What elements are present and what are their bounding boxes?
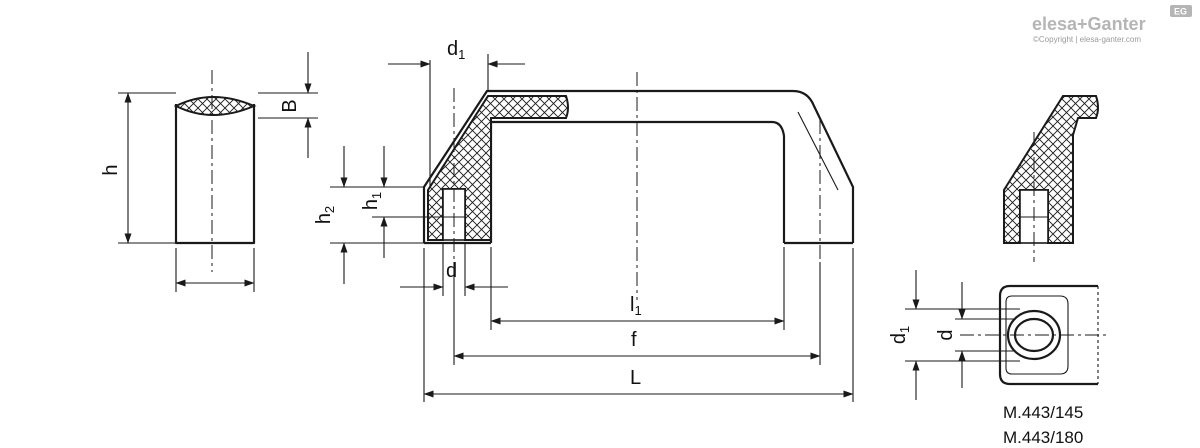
section-oval-hatch	[173, 96, 257, 116]
model-codes: M.443/145 M.443/180	[1003, 403, 1083, 447]
brand-badge-icon	[1170, 5, 1192, 17]
dim-l1-label: l1	[630, 294, 642, 318]
dim-h2-label: h2	[313, 206, 337, 224]
dim-d1-top-label: d1	[447, 38, 465, 62]
brand-copyright: ©Copyright | elesa-ganter.com	[1033, 35, 1141, 44]
detail-bottom-view: d1 d	[888, 270, 1110, 400]
handle-outer-outline	[422, 89, 855, 243]
handle-inner-outline	[489, 120, 786, 243]
detail-side-section	[1003, 95, 1099, 262]
brand-badge-text: EG	[1174, 7, 1187, 17]
bottom-view-outline	[998, 284, 1098, 386]
dim-d-label: d	[446, 260, 457, 282]
detail-side-hatch	[1003, 95, 1099, 244]
cross-section-view: B h	[100, 52, 318, 292]
dim-d1-side-label: d1	[888, 326, 912, 344]
dim-d-side-label: d	[935, 329, 957, 340]
dim-L-label: L	[630, 367, 641, 389]
dim-B-label: B	[279, 99, 301, 112]
dim-f-label: f	[631, 329, 637, 351]
handle-front-view: d1 h2 h1 d l1 f	[313, 38, 855, 402]
model-code-2: M.443/180	[1003, 428, 1083, 447]
model-code-1: M.443/145	[1003, 403, 1083, 422]
dim-h1-label: h1	[360, 192, 384, 210]
brand-logo: elesa+Ganter ©Copyright | elesa-ganter.c…	[1032, 5, 1192, 44]
section-body-outline	[174, 104, 256, 245]
brand-name: elesa+Ganter	[1032, 14, 1146, 34]
dim-h-label: h	[100, 164, 122, 175]
